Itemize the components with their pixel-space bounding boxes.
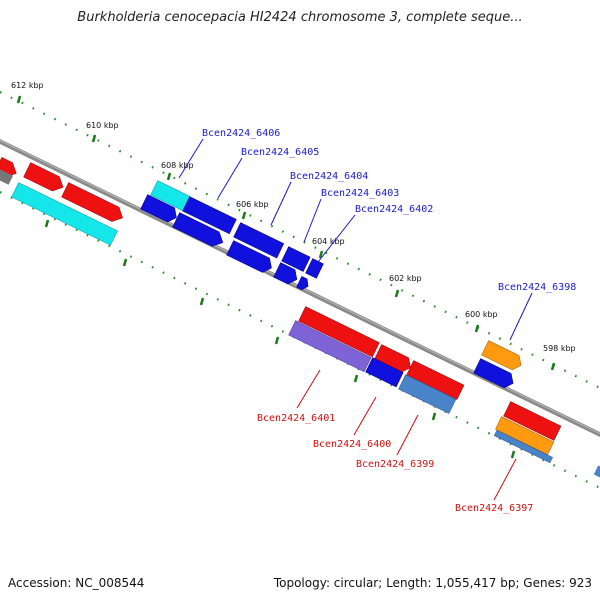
gene-feature-blue-6403-lower[interactable] bbox=[273, 262, 301, 287]
gene-feature-blue-6405[interactable] bbox=[182, 196, 237, 235]
gene-feature-blue-6404[interactable] bbox=[233, 222, 285, 259]
gene-feature-red-6401[interactable] bbox=[298, 306, 380, 358]
gene-feature-left-red-3[interactable] bbox=[61, 182, 127, 225]
bottom-label-leaders bbox=[296, 369, 517, 501]
gene-feature-blue-6402[interactable] bbox=[305, 258, 324, 279]
gene-feature-edge-steel[interactable] bbox=[593, 465, 600, 480]
gene-label-6398[interactable]: Bcen2424_6398 bbox=[498, 282, 576, 293]
gene-feature-blue-6402-lower[interactable] bbox=[296, 276, 310, 291]
gene-feature-blue-6403[interactable] bbox=[281, 246, 311, 272]
gene-label-6402[interactable]: Bcen2424_6402 bbox=[355, 204, 433, 215]
gene-feature-blue-6400[interactable] bbox=[365, 357, 404, 388]
gene-feature-red-6400[interactable] bbox=[374, 344, 414, 375]
map-title: Burkholderia cenocepacia HI2424 chromoso… bbox=[77, 10, 523, 25]
gene-feature-red-6399[interactable] bbox=[406, 360, 465, 400]
accession-text: Accession: NC_008544 bbox=[8, 576, 145, 590]
gene-label-6404[interactable]: Bcen2424_6404 bbox=[290, 171, 368, 182]
gene-feature-red-6397[interactable] bbox=[503, 401, 562, 441]
scale-label-600: 600 kbp bbox=[465, 310, 498, 319]
scale-label-612: 612 kbp bbox=[11, 81, 44, 90]
gene-label-6397[interactable]: Bcen2424_6397 bbox=[455, 503, 533, 514]
scale-label-608: 608 kbp bbox=[161, 161, 194, 170]
scale-label-610: 610 kbp bbox=[86, 121, 119, 130]
gene-feature-blue-6398-lower[interactable] bbox=[473, 358, 517, 391]
gene-label-6401[interactable]: Bcen2424_6401 bbox=[257, 413, 335, 424]
gene-label-6403[interactable]: Bcen2424_6403 bbox=[321, 188, 399, 199]
scale-label-598: 598 kbp bbox=[543, 344, 576, 353]
major-ticks bbox=[16, 95, 556, 459]
gene-feature-cyan-long[interactable] bbox=[11, 182, 118, 246]
gene-feature-left-red-2[interactable] bbox=[23, 162, 67, 195]
gene-label-6399[interactable]: Bcen2424_6399 bbox=[356, 459, 434, 470]
gene-feature-steel-6399[interactable] bbox=[398, 374, 457, 414]
scale-label-606: 606 kbp bbox=[236, 200, 269, 209]
gene-feature-steel-6397[interactable] bbox=[493, 429, 553, 464]
gene-feature-blue-6405-lower[interactable] bbox=[172, 212, 227, 250]
gene-feature-orange-6397[interactable] bbox=[495, 416, 555, 455]
gene-label-6400[interactable]: Bcen2424_6400 bbox=[313, 439, 391, 450]
gene-feature-purple-6401[interactable] bbox=[288, 320, 372, 373]
scale-label-604: 604 kbp bbox=[312, 237, 345, 246]
scale-label-602: 602 kbp bbox=[389, 274, 422, 283]
gene-feature-orange-6398[interactable] bbox=[481, 340, 525, 373]
gene-feature-left-gray[interactable] bbox=[0, 168, 13, 185]
top-label-leaders bbox=[178, 138, 533, 341]
gene-feature-blue-6404-lower[interactable] bbox=[226, 240, 275, 276]
gene-label-6405[interactable]: Bcen2424_6405 bbox=[241, 147, 319, 158]
gene-feature-blue-6406-lower[interactable] bbox=[140, 194, 180, 225]
gene-label-6406[interactable]: Bcen2424_6406 bbox=[202, 128, 280, 139]
topology-text: Topology: circular; Length: 1,055,417 bp… bbox=[273, 576, 592, 590]
outer-tick-track bbox=[0, 91, 600, 389]
